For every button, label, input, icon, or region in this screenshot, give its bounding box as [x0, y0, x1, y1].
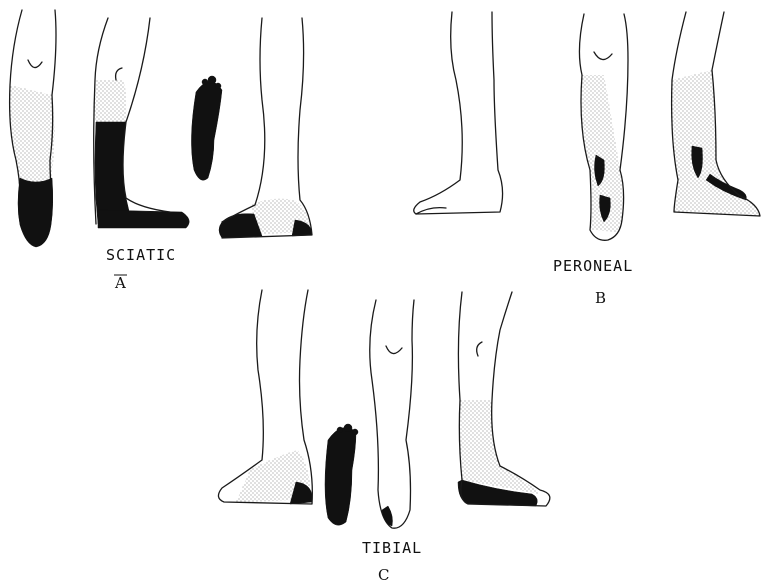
sciatic-front-stipple [10, 85, 55, 195]
label-sciatic: SCIATIC [106, 246, 176, 264]
sciatic-sole-toe [208, 76, 216, 84]
panel-peroneal: PERONEAL B [414, 12, 760, 307]
tibial-front-toe-black [382, 506, 393, 526]
tibial-sole [325, 424, 358, 525]
peroneal-plain-outline [414, 12, 503, 214]
sciatic-front-knee [28, 60, 42, 68]
letter-a: A [114, 274, 126, 292]
tibial-medial-knee [477, 342, 482, 356]
tibial-medial-stipple [459, 400, 540, 494]
sciatic-medial-leg [219, 18, 312, 238]
sciatic-sole [191, 76, 222, 180]
sciatic-sole-toe [202, 79, 208, 85]
tibial-front-leg [370, 300, 414, 528]
tibial-side-leg [218, 290, 312, 504]
peroneal-lateral-leg [672, 12, 760, 216]
peroneal-front-leg [579, 14, 628, 240]
tibial-sole-toe [344, 424, 352, 432]
tibial-sole-toe [352, 429, 358, 435]
letter-b: B [595, 289, 606, 307]
sciatic-side-knee [116, 68, 122, 80]
tibial-sole-toe [337, 427, 343, 433]
sciatic-front-foot-black [18, 178, 53, 247]
sciatic-front-leg [10, 10, 56, 247]
peroneal-front-knee [594, 52, 612, 60]
sciatic-side-foot-black [98, 210, 189, 228]
panel-tibial: TIBIAL C [218, 290, 549, 584]
tibial-front-outline [370, 300, 414, 528]
label-tibial: TIBIAL [362, 539, 422, 557]
tibial-medial-leg [458, 292, 550, 506]
peroneal-plain-leg [414, 12, 503, 214]
label-peroneal: PERONEAL [553, 257, 633, 275]
tibial-front-knee [386, 346, 402, 354]
sciatic-sole-black [191, 81, 222, 180]
sciatic-sole-toe [215, 83, 221, 89]
sciatic-side-leg-black [95, 122, 132, 224]
tibial-sole-black [325, 428, 356, 526]
sciatic-side-leg [94, 18, 189, 228]
panel-sciatic: SCIATIC A [10, 10, 312, 292]
letter-c: C [378, 566, 389, 584]
